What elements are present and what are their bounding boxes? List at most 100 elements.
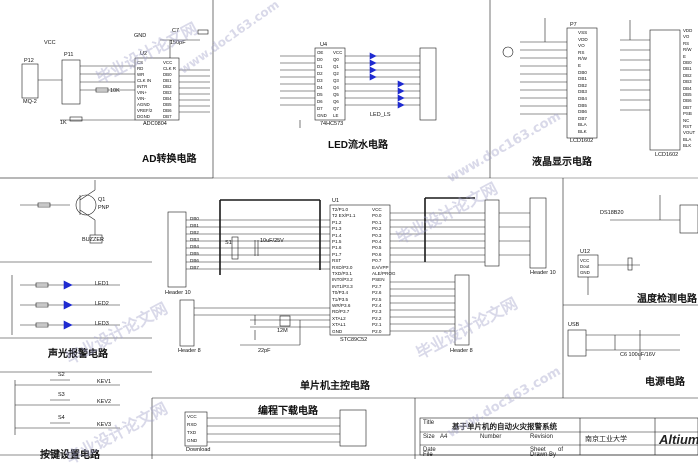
pin-label: VSS	[578, 30, 588, 35]
tb-org: 南京工业大学	[585, 436, 627, 443]
pin-label: P1.5	[332, 239, 342, 244]
pin-label: P0.6	[372, 251, 382, 257]
pin-label: R/W	[683, 47, 692, 53]
pin-label: OE	[317, 50, 324, 55]
mcu-stc89c52	[329, 204, 391, 336]
pin-label: DB3	[163, 90, 172, 95]
pin-label: RXD	[187, 422, 197, 427]
tb-of-label: of	[558, 447, 564, 453]
pin-label: D6	[317, 99, 323, 104]
pin-label: P1.7	[332, 251, 342, 257]
pin-label: DB6	[578, 109, 587, 115]
bus-lines	[219, 197, 475, 275]
c6-label: C6 100uF/16V	[620, 352, 656, 358]
pin-label: DB1	[163, 78, 172, 83]
pin-label: VCC	[163, 60, 173, 65]
pin-label: D3	[317, 78, 323, 83]
pin-label: RD/P3.7	[332, 309, 350, 315]
usb-power	[567, 329, 587, 357]
pin-label: T2/P1.0	[332, 207, 349, 212]
pin-label: DB2	[683, 72, 692, 78]
pin-label: BLA	[683, 136, 692, 142]
header10-label: Header 10	[165, 290, 191, 296]
lcd-right-label: LCD1602	[655, 152, 679, 158]
pin-label: Q2	[333, 71, 339, 76]
pin-label: DB6	[683, 98, 692, 104]
pin-label: DB7	[578, 115, 587, 121]
pin-label: DB5	[190, 251, 199, 256]
led2-label: LED2	[95, 301, 109, 307]
vcc-label: VCC	[44, 40, 56, 46]
pin-label: BLA	[578, 122, 587, 128]
kev2-label: KEV2	[97, 399, 112, 405]
pin-label: GND	[580, 270, 590, 275]
ds18b20-label: DS18B20	[600, 210, 624, 216]
pin-label: DB7	[683, 104, 692, 110]
pin-label: XTAL2	[332, 315, 346, 321]
tb-sheet-label: Sheet	[530, 447, 546, 453]
switch-s1	[231, 236, 239, 260]
lcd-ref-label: P7	[570, 22, 577, 28]
pin-label: D1	[317, 64, 323, 69]
section-title-alarm: 声光报警电路	[48, 349, 108, 360]
pin-label: T2 EX/P1.1	[332, 213, 356, 219]
led3-label: LED3	[95, 321, 109, 327]
led-header	[419, 47, 437, 121]
section-title-download: 编程下载电路	[258, 406, 318, 417]
pin-label: DB1	[578, 76, 587, 82]
tb-size-label: Size	[423, 434, 435, 440]
header10-right-label: Header 10	[530, 270, 556, 276]
pin-label: DB6	[163, 108, 172, 113]
p11-label: P11	[64, 52, 74, 58]
pin-label: DB6	[190, 258, 199, 263]
tb-revision-label: Revision	[530, 434, 554, 440]
pin-label: GND	[317, 113, 327, 118]
section-title-power: 电源电路	[645, 377, 685, 388]
section-title-key: 按键设置电路	[40, 450, 100, 461]
pin-label: RST	[683, 124, 692, 129]
pin-label: LE	[333, 113, 339, 118]
res-1k-label: 1K	[60, 120, 67, 126]
pin-label: D5	[317, 92, 323, 97]
resistor	[197, 29, 209, 35]
header8-label: Header 8	[178, 348, 201, 354]
pin-label: INT0/P3.2	[332, 277, 353, 283]
lcd-right-connector	[649, 29, 681, 151]
pin-label: E	[578, 63, 582, 68]
cap-c7-label: C7	[172, 28, 180, 34]
led-bar	[369, 52, 405, 109]
pin-label: DB0	[683, 60, 692, 65]
pin-label: VIN+	[137, 90, 147, 95]
pin-label: BLK	[578, 129, 587, 134]
resistor-network	[484, 199, 500, 267]
resistor	[627, 257, 633, 271]
pin-label: INT1/P3.3	[332, 283, 353, 289]
pin-label: PSEN	[372, 277, 385, 283]
p11-connector	[61, 59, 81, 105]
pin-label: AGND	[137, 102, 150, 107]
led1-label: LED1	[95, 281, 109, 287]
pin-label: BLK	[683, 143, 692, 149]
mq2-label: MQ-2	[23, 99, 37, 105]
header-10-right	[529, 197, 547, 269]
kev3-label: KEV3	[97, 422, 112, 428]
header8-right-label: Header 8	[450, 348, 473, 354]
pin-label: VREF/2	[137, 108, 153, 113]
pin-label: DB5	[578, 102, 587, 108]
adc-ref-label: U2	[140, 51, 148, 57]
buzzer-label: BUZZER	[82, 237, 104, 243]
pin-label: P1.2	[332, 219, 342, 225]
ds-ref-label: U12	[580, 249, 591, 255]
pin-label: P1.6	[332, 245, 342, 251]
pin-label: DB1	[190, 223, 199, 228]
pin-label: D0	[317, 57, 323, 62]
resistor	[35, 302, 49, 308]
pin-label: XTAL1	[332, 322, 346, 328]
cap-c2-label: 22pF	[258, 348, 271, 354]
pin-label: VCC	[372, 207, 382, 212]
schematic-sheet	[0, 0, 698, 459]
pin-label: DB0	[190, 216, 199, 221]
pin-label: P2.7	[372, 283, 382, 289]
pin-label: T0/P3.4	[332, 290, 349, 296]
pin-label: VDD	[578, 36, 588, 42]
